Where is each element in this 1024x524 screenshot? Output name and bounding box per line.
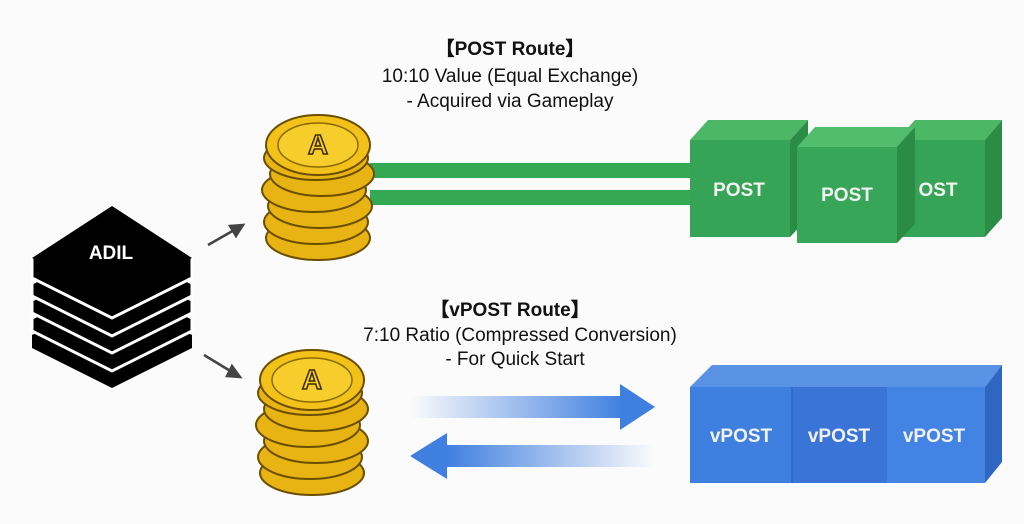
arrow-to-vpost-coins-icon <box>203 353 243 379</box>
svg-text:POST: POST <box>713 180 765 201</box>
post-route-line2: - Acquired via Gameplay <box>407 91 614 112</box>
coin-stack-icon: A <box>261 114 375 261</box>
coin-letter: A <box>308 129 328 160</box>
vpost-route-line1: 7:10 Ratio (Compressed Conversion) <box>363 325 677 346</box>
svg-text:OST: OST <box>918 180 957 201</box>
vpost-route-title: 【vPOST Route】 <box>430 298 589 321</box>
adil-stack-icon: ADIL <box>30 204 194 388</box>
post-route-line1: 10:10 Value (Equal Exchange) <box>382 66 638 87</box>
svg-text:vPOST: vPOST <box>903 426 966 447</box>
adil-label: ADIL <box>89 243 134 264</box>
coin-letter: A <box>302 364 322 395</box>
post-route-title: 【POST Route】 <box>436 37 585 60</box>
post-cube: POST <box>690 120 808 237</box>
svg-text:POST: POST <box>821 185 873 206</box>
post-connector-bar <box>370 190 695 205</box>
arrow-to-post-coins-icon <box>207 223 246 247</box>
coin-stack-icon: A <box>255 349 369 496</box>
vpost-cube: vPOST <box>887 387 985 483</box>
post-cube: POST <box>797 127 915 243</box>
vpost-route-line2: - For Quick Start <box>445 349 585 370</box>
post-connector-bar <box>370 163 695 178</box>
svg-text:vPOST: vPOST <box>710 426 773 447</box>
svg-text:vPOST: vPOST <box>808 426 871 447</box>
convert-arrow-right-icon <box>410 384 655 430</box>
vpost-cube: vPOST <box>792 387 887 483</box>
convert-arrow-left-icon <box>410 433 655 479</box>
vpost-cube: vPOST <box>690 387 792 483</box>
